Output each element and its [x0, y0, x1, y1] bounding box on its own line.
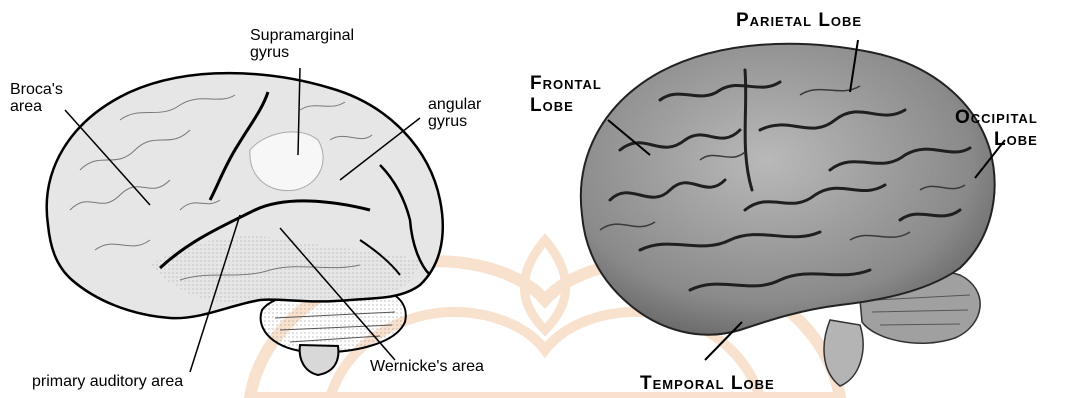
label-frontal-lobe: Frontal Lobe [530, 73, 602, 117]
label-primary-auditory-area: primary auditory area [32, 373, 183, 390]
label-parietal-lobe: Parietal Lobe [736, 10, 862, 32]
label-supramarginal-gyrus: Supramarginal gyrus [250, 27, 354, 61]
left-brain-illustration [47, 73, 443, 375]
right-brain-photo [581, 44, 995, 386]
label-occipital-lobe: Occipital Lobe [955, 107, 1038, 151]
label-temporal-lobe: Temporal Lobe [640, 373, 775, 395]
label-brocas-area: Broca's area [10, 81, 63, 115]
label-angular-gyrus: angular gyrus [428, 96, 481, 130]
label-wernickes-area: Wernicke's area [370, 358, 484, 375]
